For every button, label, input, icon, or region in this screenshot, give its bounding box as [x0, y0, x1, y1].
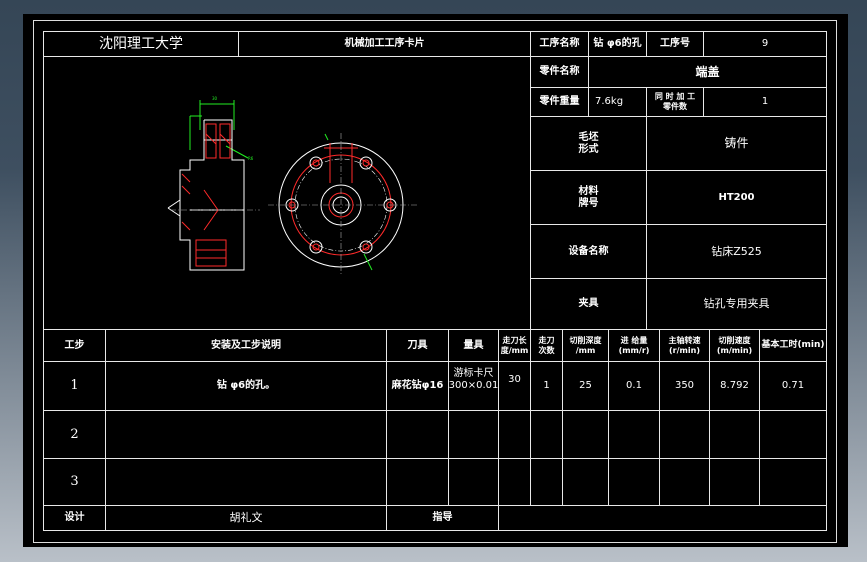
part-name-label: 零件名称: [530, 56, 589, 88]
row3-tool: [386, 458, 449, 506]
col-header-feed-length: 走刀长 度/mm: [498, 329, 531, 362]
row2-pass-count: [530, 410, 563, 459]
row2-cutting-speed: [709, 410, 760, 459]
col-header-cutting-speed: 切削速度 (m/min): [709, 329, 760, 362]
card-title: 机械加工工序卡片: [238, 31, 531, 57]
row1-spindle-speed: 350: [659, 361, 710, 411]
material-value: HT200: [646, 170, 827, 225]
equipment-value: 钻床Z525: [646, 224, 827, 279]
row1-gauge: 游标卡尺 300×0.01: [448, 361, 499, 411]
part-weight-value: 7.6kg: [588, 87, 647, 117]
col-header-step: 工步: [43, 329, 106, 362]
col-header-cut-depth: 切削深度 /mm: [562, 329, 609, 362]
row2-cut-depth: [562, 410, 609, 459]
drawing-frame: [33, 20, 837, 543]
row3-cutting-speed: [709, 458, 760, 506]
row1-tool: 麻花钻φ16: [386, 361, 449, 411]
row2-description: [105, 410, 387, 459]
row2-spindle-speed: [659, 410, 710, 459]
row1-description: 钻 φ6的孔。: [105, 361, 387, 411]
blank-form-value: 铸件: [646, 116, 827, 171]
process-no-label: 工序号: [646, 31, 704, 57]
row1-feed-length: 30: [498, 361, 531, 411]
col-header-base-time: 基本工时(min): [759, 329, 827, 362]
fixture-label: 夹具: [530, 278, 647, 330]
front-view-drawing: [268, 133, 418, 276]
col-header-pass-count: 走刀 次数: [530, 329, 563, 362]
col-header-gauge: 量具: [448, 329, 499, 362]
row2-step: 2: [43, 410, 106, 459]
material-label: 材料 牌号: [530, 170, 647, 225]
row3-description: [105, 458, 387, 506]
col-header-description: 安装及工步说明: [105, 329, 387, 362]
row3-base-time: [759, 458, 827, 506]
row2-gauge: [448, 410, 499, 459]
school-name: 沈阳理工大学: [43, 31, 239, 57]
row1-feed-rate: 0.1: [608, 361, 660, 411]
row3-spindle-speed: [659, 458, 710, 506]
dim-text-top: 30: [212, 96, 218, 101]
process-no-value: 9: [703, 31, 827, 57]
row3-pass-count: [530, 458, 563, 506]
row1-base-time: 0.71: [759, 361, 827, 411]
row2-feed-length: [498, 410, 531, 459]
row3-cut-depth: [562, 458, 609, 506]
row3-feed-rate: [608, 458, 660, 506]
simultaneous-parts-value: 1: [703, 87, 827, 117]
blank-form-label: 毛坯 形式: [530, 116, 647, 171]
process-name-value: 钻 φ6的孔: [588, 31, 647, 57]
design-label: 设计: [43, 505, 106, 531]
guide-value: [498, 505, 827, 531]
col-header-feed-rate: 进 给量 (mm/r): [608, 329, 660, 362]
row1-pass-count: 1: [530, 361, 563, 411]
row1-cutting-speed: 8.792: [709, 361, 760, 411]
col-header-tool: 刀具: [386, 329, 449, 362]
row3-gauge: [448, 458, 499, 506]
section-view-drawing: 30 R6: [167, 96, 260, 271]
simultaneous-parts-label: 同 时 加 工 零件数: [646, 87, 704, 117]
guide-label: 指导: [386, 505, 499, 531]
process-name-label: 工序名称: [530, 31, 589, 57]
row1-step: 1: [43, 361, 106, 411]
equipment-label: 设备名称: [530, 224, 647, 279]
col-header-spindle-speed: 主轴转速 (r/min): [659, 329, 710, 362]
row2-base-time: [759, 410, 827, 459]
row3-step: 3: [43, 458, 106, 506]
fixture-value: 钻孔专用夹具: [646, 278, 827, 330]
part-name-value: 端盖: [588, 56, 827, 88]
row2-feed-rate: [608, 410, 660, 459]
row3-feed-length: [498, 458, 531, 506]
dim-text-side: R6: [248, 156, 254, 161]
designer-name: 胡礼文: [105, 505, 387, 531]
row1-cut-depth: 25: [562, 361, 609, 411]
part-weight-label: 零件重量: [530, 87, 589, 117]
row2-tool: [386, 410, 449, 459]
